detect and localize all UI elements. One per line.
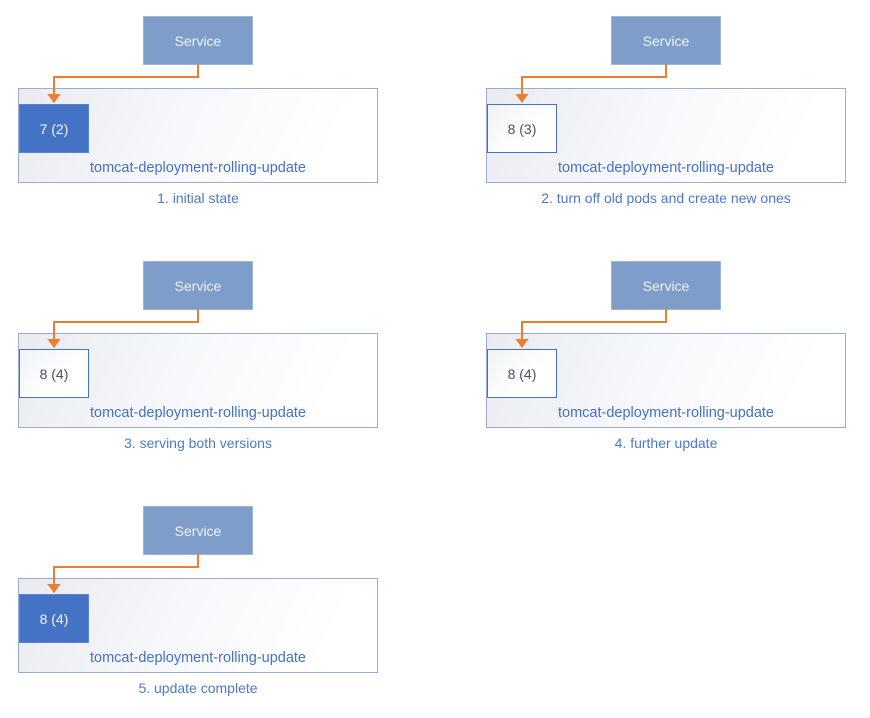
pod-label: 7 (2)	[39, 120, 69, 137]
pod-label: 8 (4)	[39, 610, 69, 627]
pod: 8 (4)	[19, 349, 89, 398]
pod: 8 (4)	[487, 349, 557, 398]
service-box: Service	[143, 16, 253, 65]
service-label: Service	[174, 277, 222, 294]
deployment-label: tomcat-deployment-rolling-update	[558, 160, 774, 176]
service-label: Service	[642, 32, 690, 49]
deployment-container: 8 (3) 8 (4) tomcat-deployment-rolling-up…	[18, 578, 378, 673]
step-caption: 2. turn off old pods and create new ones	[541, 190, 791, 206]
panel-update-complete: Service 8 (3) 8 (4) tomcat-deployment-ro…	[0, 490, 420, 718]
step-caption: 5. update complete	[138, 680, 258, 696]
deployment-container: 7 (1) 8 (3) 8 (4) tomcat-deployment-roll…	[18, 333, 378, 428]
step-caption: 1. initial state	[157, 190, 239, 206]
panel-further-update: Service 7 (1) 8 (3) 8 (4) tomcat-deploym…	[468, 245, 870, 473]
panel-turn-off-old-pods: Service 7 (1) 7 (2) 8 (3) tomcat-deploym…	[468, 0, 870, 228]
pod-label: 8 (3)	[507, 120, 537, 137]
pod: 8 (4)	[19, 594, 89, 643]
deployment-label: tomcat-deployment-rolling-update	[558, 405, 774, 421]
service-label: Service	[174, 32, 222, 49]
service-label: Service	[642, 277, 690, 294]
service-label: Service	[174, 522, 222, 539]
panel-initial-state: Service 7 (1) 7 (2) tomcat-deployment-ro…	[0, 0, 420, 228]
service-box: Service	[143, 506, 253, 555]
panel-serving-both-versions: Service 7 (1) 8 (3) 8 (4) tomcat-deploym…	[0, 245, 420, 473]
pod-label: 8 (4)	[507, 365, 537, 382]
pod: 7 (2)	[19, 104, 89, 153]
pod-label: 8 (4)	[39, 365, 69, 382]
service-box: Service	[143, 261, 253, 310]
deployment-label: tomcat-deployment-rolling-update	[90, 160, 306, 176]
deployment-container: 7 (1) 7 (2) 8 (3) tomcat-deployment-roll…	[486, 88, 846, 183]
step-caption: 4. further update	[614, 435, 718, 451]
step-caption: 3. serving both versions	[124, 435, 272, 451]
service-box: Service	[611, 261, 721, 310]
deployment-label: tomcat-deployment-rolling-update	[90, 405, 306, 421]
deployment-container: 7 (1) 8 (3) 8 (4) tomcat-deployment-roll…	[486, 333, 846, 428]
deployment-container: 7 (1) 7 (2) tomcat-deployment-rolling-up…	[18, 88, 378, 183]
deployment-label: tomcat-deployment-rolling-update	[90, 650, 306, 666]
service-box: Service	[611, 16, 721, 65]
pod: 8 (3)	[487, 104, 557, 153]
